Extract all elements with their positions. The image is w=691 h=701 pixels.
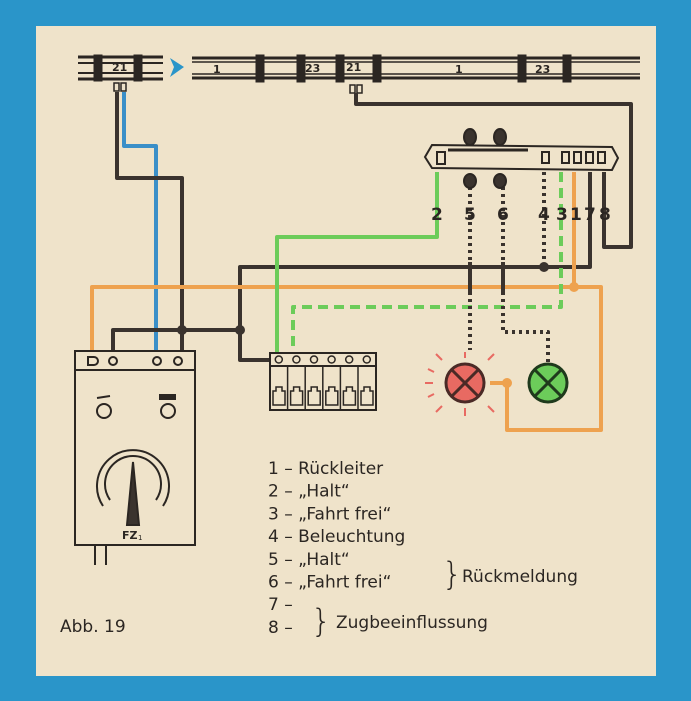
terminal-clamp	[325, 386, 339, 406]
pin-number: 7	[584, 205, 596, 225]
red-lamp-icon	[425, 352, 495, 416]
figure-label: Abb. 19	[60, 617, 126, 637]
legend-number: 1	[268, 459, 279, 479]
terminal-screw	[274, 355, 284, 364]
feedback-label: Rückmeldung	[462, 567, 578, 587]
track-contacts	[113, 82, 363, 94]
legend-dash: –	[279, 459, 298, 479]
wire-black	[115, 92, 184, 355]
legend-text: „Halt“	[298, 550, 350, 570]
terminal-screw	[344, 355, 354, 364]
wire-green-dashed	[291, 172, 563, 355]
brace: }	[311, 602, 331, 640]
legend-text: Rückleiter	[298, 459, 383, 479]
legend-number: 8	[268, 618, 279, 638]
terminal-screw	[362, 355, 372, 364]
legend-item: 2 – „Halt“	[268, 482, 350, 502]
legend-item: 8 –	[268, 618, 293, 638]
pin-number: 1	[570, 205, 582, 225]
legend-dash: –	[279, 573, 298, 593]
device-subscript: 1	[138, 534, 142, 542]
legend-number: 4	[268, 527, 279, 547]
wire-black-dotted	[501, 180, 550, 364]
track-label: 21	[112, 61, 127, 74]
terminal-clamp	[360, 386, 374, 406]
legend-number: 7	[268, 595, 279, 615]
pin-number: 3	[556, 205, 568, 225]
track-label: 23	[305, 62, 320, 75]
legend-number: 2	[268, 482, 279, 502]
terminal-clamp	[342, 386, 357, 406]
legend-item: 6 – „Fahrt frei“	[268, 573, 391, 593]
legend-number: 3	[268, 504, 279, 524]
wire-blue	[122, 92, 158, 355]
terminal-screw	[309, 355, 319, 364]
wire-green	[275, 172, 439, 355]
track-label: 1	[455, 63, 463, 76]
legend-text: Beleuchtung	[298, 527, 405, 547]
wire-black	[238, 172, 592, 330]
train-control-label: Zugbeeinflussung	[336, 613, 488, 633]
track-label: 23	[535, 63, 550, 76]
pin-number: 4	[538, 205, 550, 225]
legend-dash: –	[279, 550, 298, 570]
legend-item: 5 – „Halt“	[268, 550, 350, 570]
legend-item: 1 – Rückleiter	[268, 459, 383, 479]
track-label: 21	[346, 61, 361, 74]
direction-arrow-icon	[170, 58, 184, 77]
terminal-cells	[272, 355, 374, 410]
legend-text: „Halt“	[298, 482, 350, 502]
terminal-screw	[292, 355, 301, 364]
pin-number: 5	[464, 205, 476, 225]
legend-number: 6	[268, 573, 279, 593]
terminal-clamp	[272, 386, 286, 406]
legend-number: 5	[268, 550, 279, 570]
pin-number: 8	[599, 205, 611, 225]
wire-black	[354, 93, 633, 249]
brace: }	[442, 555, 462, 593]
signal	[423, 128, 620, 189]
legend-dash: –	[279, 527, 298, 547]
legend-dash: –	[279, 482, 298, 502]
legend-dash: –	[279, 618, 293, 638]
legend-item: 4 – Beleuchtung	[268, 527, 405, 547]
pin-number: 6	[497, 205, 509, 225]
legend-text: „Fahrt frei“	[298, 504, 391, 524]
legend-item: 3 – „Fahrt frei“	[268, 504, 391, 524]
legend-dash: –	[279, 504, 298, 524]
power-unit	[74, 350, 196, 565]
device-label: FZ	[122, 529, 138, 542]
track	[78, 54, 640, 83]
legend-dash: –	[279, 595, 293, 615]
pin-number: 2	[431, 205, 443, 225]
terminal-screw	[327, 355, 336, 364]
terminal-clamp	[289, 386, 304, 406]
track-label: 1	[213, 63, 221, 76]
junctions	[177, 262, 579, 388]
pin-numbers: 2 5 6 4 3 1 7 8	[431, 205, 611, 225]
green-lamp-icon	[527, 362, 569, 404]
legend-item: 7 –	[268, 595, 293, 615]
legend-text: „Fahrt frei“	[298, 573, 391, 593]
terminal-clamp	[307, 386, 321, 406]
